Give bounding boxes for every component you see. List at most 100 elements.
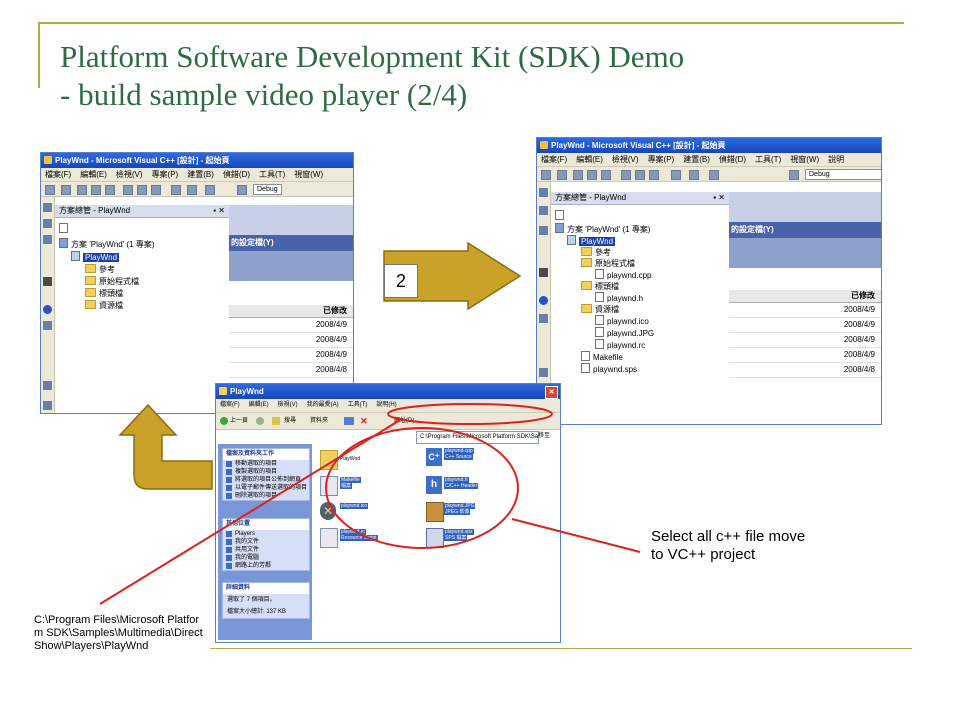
tree-item-solution[interactable]: 方案 'PlayWnd' (1 專案) — [59, 238, 229, 251]
task-email[interactable]: 以電子郵件傳送選取的項目 — [223, 484, 309, 492]
tree-item-playwnd-rc[interactable]: playwnd.rc — [555, 339, 727, 351]
open-icon[interactable] — [77, 185, 87, 195]
open-icon[interactable] — [573, 170, 583, 180]
close-icon[interactable]: ✕ — [545, 386, 558, 399]
table-row[interactable]: 2008/4/9 — [229, 318, 353, 333]
table-row[interactable]: 2008/4/9 — [729, 303, 881, 318]
profile-tab[interactable]: 的設定檔(Y) — [229, 235, 353, 251]
folders-button[interactable]: 資料夾 — [310, 418, 329, 424]
file-tasks-header[interactable]: 檔案及資料夾工作 — [223, 449, 309, 460]
output-tab-icon[interactable] — [539, 368, 548, 377]
tree-item-playwnd-sps[interactable]: playwnd.sps — [555, 363, 727, 375]
add-item-icon[interactable] — [557, 170, 567, 180]
cut-icon[interactable] — [123, 185, 133, 195]
tools-tab-icon[interactable] — [539, 268, 548, 277]
table-row[interactable]: 2008/4/9 — [229, 333, 353, 348]
tree-item-project[interactable]: PlayWnd — [555, 235, 727, 247]
tree-item-header-files[interactable]: 標頭檔 — [59, 288, 229, 300]
tree-item-resource-files[interactable]: 資源檔 — [555, 304, 727, 315]
views-icon[interactable] — [344, 417, 354, 425]
server-explorer-tab-icon[interactable] — [539, 188, 548, 197]
forward-arrow-icon[interactable] — [256, 417, 264, 425]
place-network[interactable]: 網路上的芳鄰 — [223, 562, 309, 570]
new-project-icon[interactable] — [541, 170, 551, 180]
explorer-titlebar[interactable]: PlayWnd✕ — [216, 384, 560, 399]
paste-icon[interactable] — [649, 170, 659, 180]
menu-file[interactable]: 檔案(F) — [541, 155, 568, 164]
menu-tools[interactable]: 工具(T) — [259, 170, 286, 179]
menu-window[interactable]: 視窗(W) — [294, 170, 324, 179]
tree-item-playwnd-jpg[interactable]: playwnd.JPG — [555, 327, 727, 339]
copy-icon[interactable] — [137, 185, 147, 195]
properties-icon[interactable] — [59, 223, 68, 233]
properties-icon[interactable] — [555, 210, 564, 220]
cut-icon[interactable] — [621, 170, 631, 180]
menu-help[interactable]: 說明(H) — [376, 402, 397, 408]
toolbox-tab-icon[interactable] — [539, 206, 548, 215]
other-places-header[interactable]: 其他位置 — [223, 519, 309, 530]
menu-edit[interactable]: 編輯(E) — [576, 155, 603, 164]
profile-tab[interactable]: 的設定檔(Y) — [729, 222, 881, 238]
redo-icon[interactable] — [689, 170, 699, 180]
menu-build[interactable]: 建置(B) — [683, 155, 710, 164]
file-name[interactable]: playwnd.ico — [340, 503, 369, 509]
menu-favorites[interactable]: 我的最愛(A) — [306, 402, 339, 408]
menu-project[interactable]: 專案(P) — [647, 155, 675, 164]
new-project-icon[interactable] — [45, 185, 55, 195]
save-icon[interactable] — [91, 185, 101, 195]
generic-file-icon[interactable] — [320, 476, 338, 496]
tree-item-solution[interactable]: 方案 'PlayWnd' (1 專案) — [555, 223, 727, 235]
output-tab-icon[interactable] — [43, 381, 52, 390]
save-all-icon[interactable] — [601, 170, 611, 180]
search-button[interactable]: 搜尋 — [284, 418, 297, 424]
tree-item-playwnd-cpp[interactable]: playwnd.cpp — [555, 269, 727, 281]
rc-file-icon[interactable] — [320, 528, 338, 548]
tree-item-references[interactable]: 參考 — [59, 264, 229, 276]
nav-icon[interactable] — [205, 185, 215, 195]
tree-item-playwnd-ico[interactable]: playwnd.ico — [555, 315, 727, 327]
address-bar[interactable]: C:\Program Files\Microsoft Platform SDK\… — [416, 431, 539, 444]
tree-item-playwnd-h[interactable]: playwnd.h — [555, 292, 727, 304]
menu-help[interactable]: 說明 — [828, 155, 845, 164]
table-row[interactable]: 2008/4/9 — [729, 318, 881, 333]
table-row[interactable]: 2008/4/9 — [729, 348, 881, 363]
tree-item-makefile[interactable]: Makefile — [555, 351, 727, 363]
menu-file[interactable]: 檔案(F) — [220, 402, 240, 408]
pane-close-icon[interactable]: ▪ ✕ — [713, 193, 725, 202]
folder-icon[interactable] — [320, 450, 338, 470]
table-row[interactable]: 2008/4/8 — [729, 363, 881, 378]
save-icon[interactable] — [587, 170, 597, 180]
dynamic-help-tab-icon[interactable] — [43, 321, 52, 330]
place-shared-documents[interactable]: 共用文件 — [223, 546, 309, 554]
undo-icon[interactable] — [671, 170, 681, 180]
task-publish[interactable]: 將選取的項目公佈到網頁 — [223, 476, 309, 484]
details-header[interactable]: 詳細資料 — [223, 583, 309, 594]
ico-file-icon[interactable]: ✕ — [320, 502, 336, 520]
task-copy[interactable]: 複製選取的項目 — [223, 468, 309, 476]
menu-tools[interactable]: 工具(T) — [347, 402, 368, 408]
menu-project[interactable]: 專案(P) — [151, 170, 179, 179]
tree-item-project[interactable]: PlayWnd — [59, 251, 229, 264]
task-delete[interactable]: 刪除選取的項目 — [223, 492, 309, 500]
nav-icon[interactable] — [709, 170, 719, 180]
menu-tools[interactable]: 工具(T) — [755, 155, 782, 164]
menu-file[interactable]: 檔案(F) — [45, 170, 72, 179]
paste-icon[interactable] — [151, 185, 161, 195]
place-my-documents[interactable]: 我的文件 — [223, 538, 309, 546]
task-move[interactable]: 移動選取的項目 — [223, 460, 309, 468]
server-explorer-tab-icon[interactable] — [43, 203, 52, 212]
menu-view[interactable]: 檢視(V) — [115, 170, 143, 179]
delete-icon[interactable]: ✕ — [360, 416, 368, 426]
menu-view[interactable]: 檢視(V) — [611, 155, 639, 164]
redo-icon[interactable] — [187, 185, 197, 195]
config-select[interactable]: Debug — [805, 169, 881, 180]
menu-edit[interactable]: 編輯(E) — [248, 402, 269, 408]
task-list-tab-icon[interactable] — [43, 401, 52, 410]
menu-view[interactable]: 檢視(V) — [277, 402, 298, 408]
table-row[interactable]: 2008/4/9 — [729, 333, 881, 348]
window-titlebar[interactable]: PlayWnd - Microsoft Visual C++ [設計] - 起始… — [41, 153, 353, 168]
start-icon[interactable] — [789, 170, 799, 180]
file-name[interactable]: PlayWnd — [340, 456, 361, 462]
tree-item-header-files[interactable]: 標頭檔 — [555, 281, 727, 292]
config-select[interactable]: Debug — [253, 184, 282, 195]
